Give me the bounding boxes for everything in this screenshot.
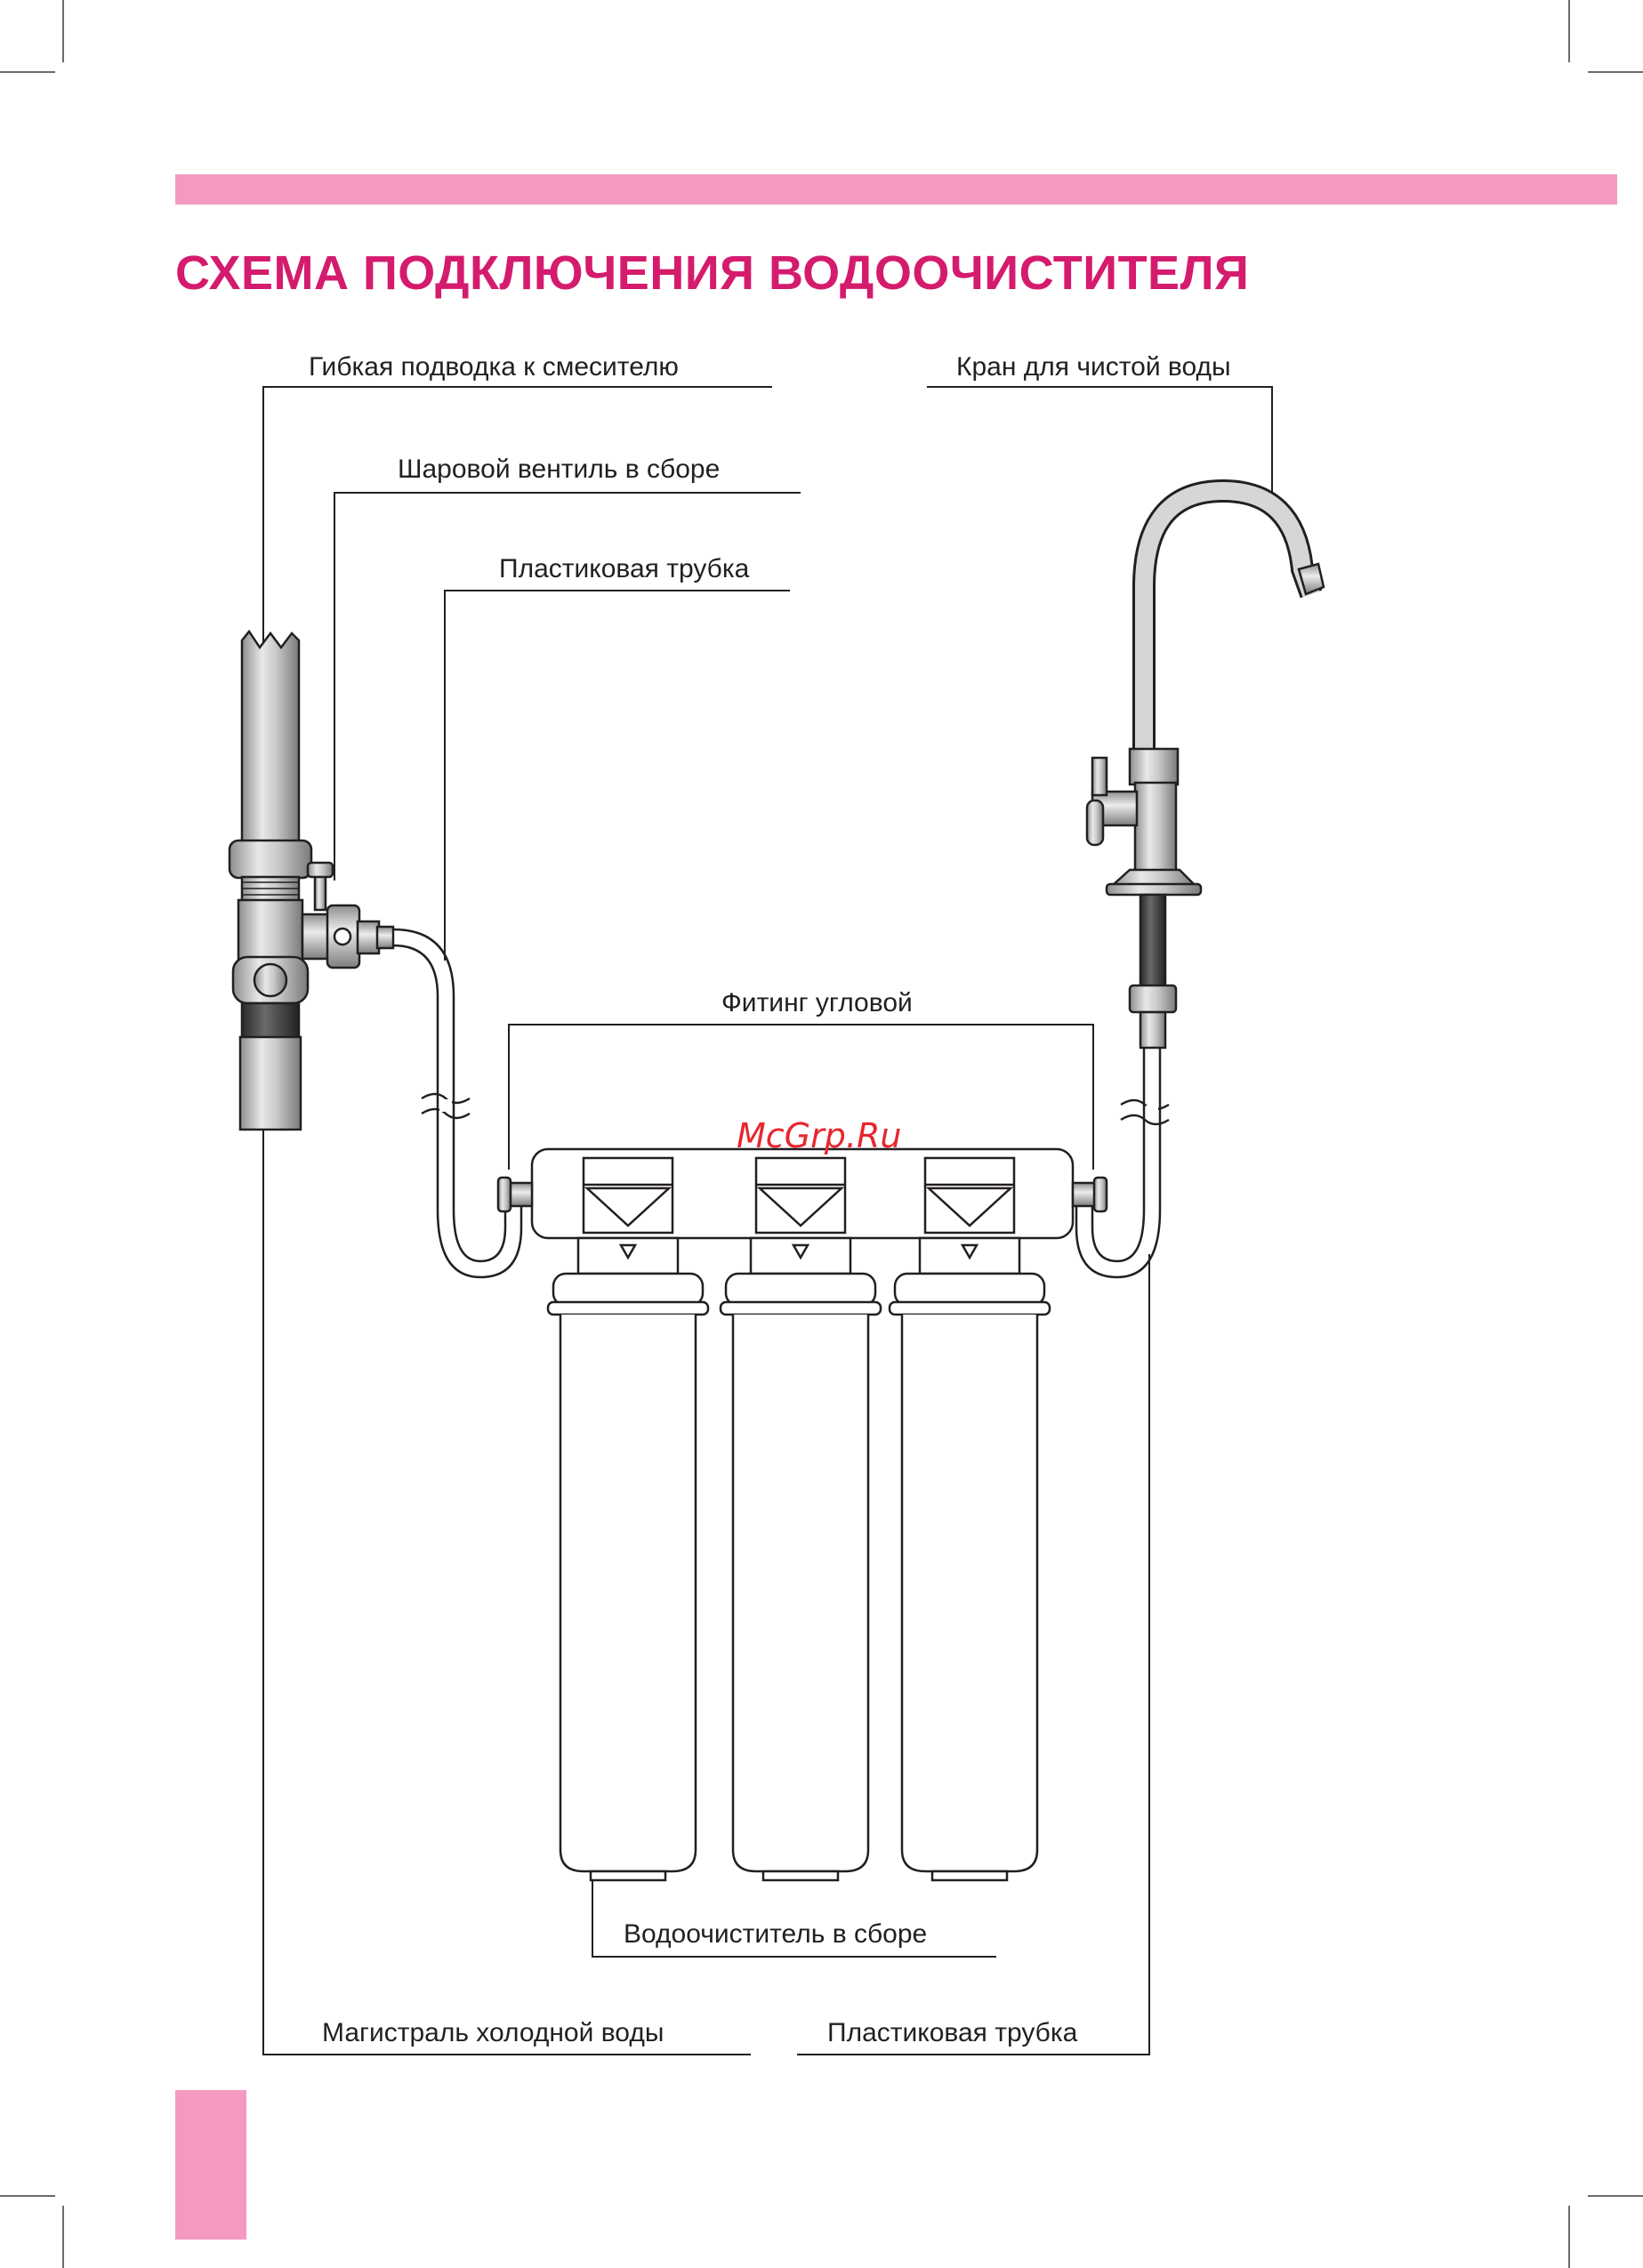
leader-flexible-hose [263, 387, 772, 645]
faucet-assembly [1087, 491, 1324, 1048]
label-filter-assembly: Водоочиститель в сборе [624, 1921, 927, 1948]
label-flexible-hose: Гибкая подводка к смесителю [309, 354, 679, 381]
label-plastic-tube-top: Пластиковая трубка [499, 556, 749, 583]
watermark: McGrp.Ru [737, 1119, 901, 1153]
plastic-tube-inlet [393, 929, 521, 1277]
filter-housing-2 [721, 1158, 881, 1880]
leader-plastic-tube-top [445, 591, 790, 961]
filter-unit [498, 1149, 1107, 1880]
label-cold-water-main: Магистраль холодной воды [322, 2020, 664, 2047]
filter-housing-1 [548, 1158, 708, 1880]
label-angle-fitting: Фитинг угловой [721, 990, 913, 1017]
filter-housing-3 [890, 1158, 1050, 1880]
leader-ball-valve [334, 493, 801, 881]
label-ball-valve: Шаровой вентиль в сборе [398, 456, 720, 483]
plastic-tube-outlet [1076, 1048, 1169, 1277]
label-faucet: Кран для чистой воды [956, 354, 1231, 381]
label-plastic-tube-bottom: Пластиковая трубка [827, 2020, 1077, 2047]
cold-water-pipe-assembly [230, 631, 393, 1130]
